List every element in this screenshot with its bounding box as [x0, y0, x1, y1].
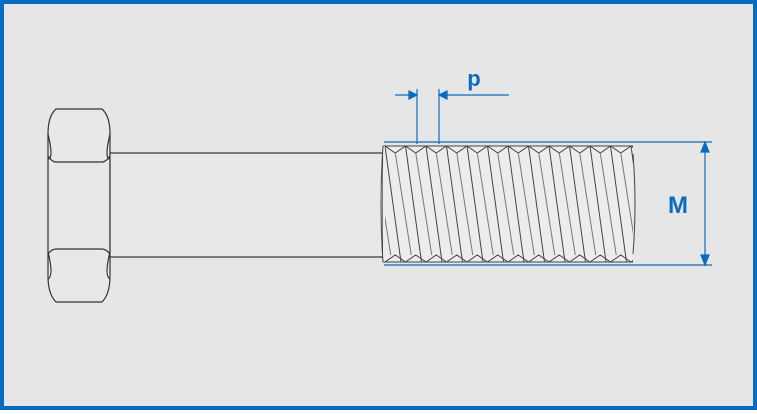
- thread-root-line: [385, 215, 392, 256]
- thread-crest-line: [405, 146, 422, 262]
- thread-crest-line: [569, 146, 586, 262]
- thread-crest-line: [630, 146, 633, 165]
- thread-root-line: [579, 152, 597, 256]
- thread-root-line: [497, 152, 515, 256]
- thread-crest-line: [466, 146, 484, 262]
- thread-crest-line: [507, 146, 525, 262]
- thread-crest-line: [548, 146, 566, 262]
- thread-root-line: [620, 152, 633, 235]
- thread-crest-line: [589, 146, 607, 262]
- thread-root-line: [394, 152, 412, 256]
- thread-root-line: [599, 152, 617, 256]
- pitch-dimension: [395, 89, 509, 144]
- thread-root-line: [476, 152, 494, 256]
- thread-crest-line: [425, 146, 443, 262]
- pitch-label: p: [467, 66, 480, 91]
- thread-crest-line: [385, 146, 402, 262]
- thread-root-line: [415, 152, 433, 256]
- bolt-thread: [380, 145, 668, 263]
- thread-crest-line: [528, 146, 545, 262]
- thread-root-line: [538, 152, 556, 256]
- thread-crest-line: [610, 146, 627, 262]
- thread-edge: [385, 254, 633, 262]
- diameter-label: M: [668, 192, 688, 219]
- thread-crest-line: [446, 146, 463, 262]
- thread-root-line: [517, 152, 535, 256]
- thread-edge: [385, 146, 633, 154]
- dimension-arrow-icon: [700, 140, 710, 153]
- thread-root-line: [456, 152, 474, 256]
- dimension-arrow-icon: [408, 90, 419, 100]
- bolt-head: [47, 108, 111, 303]
- thread-crest-line: [487, 146, 504, 262]
- bolt-diagram: p M: [47, 66, 712, 303]
- thread-root-line: [435, 152, 453, 256]
- diameter-dimension: [384, 140, 712, 267]
- dimension-arrow-icon: [437, 90, 448, 100]
- thread-crest-line: [652, 146, 668, 262]
- bolt-shank: [109, 152, 384, 258]
- thread-root-line: [641, 153, 657, 255]
- dimension-arrow-icon: [700, 254, 710, 267]
- thread-root-line: [558, 152, 576, 256]
